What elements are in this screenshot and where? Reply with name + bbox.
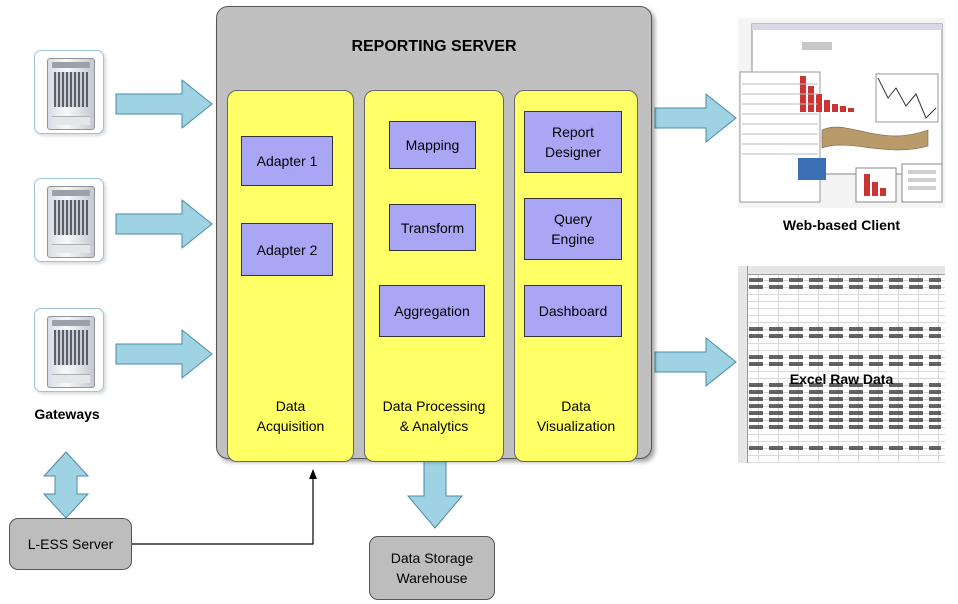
web-client-caption: Web-based Client — [782, 217, 901, 233]
server-to-storage-arrow — [406, 460, 464, 529]
spreadsheet-data-row — [749, 383, 941, 387]
adapter-2-module: Adapter 2 — [241, 223, 333, 276]
query-engine-module: Query Engine — [524, 198, 622, 260]
gateway-device-1 — [34, 50, 104, 134]
mapping-module: Mapping — [389, 121, 476, 169]
gateway-device-2 — [34, 178, 104, 262]
aggregation-module: Aggregation — [379, 285, 485, 337]
web-client-screenshot — [738, 18, 945, 208]
report-designer-module: Report Designer — [524, 111, 622, 173]
spreadsheet-data-row — [749, 334, 941, 338]
less-to-server-line — [132, 478, 314, 545]
spreadsheet-data-row — [749, 390, 941, 394]
less-server-box: L-ESS Server — [9, 518, 132, 570]
spreadsheet-data-row — [749, 355, 941, 359]
gateways-caption: Gateways — [34, 406, 100, 422]
spreadsheet-column-header — [738, 266, 945, 275]
gateway1-to-server-arrow — [115, 78, 213, 130]
gateway2-to-server-arrow — [115, 198, 213, 250]
spreadsheet-data-row — [749, 425, 941, 429]
gateway3-to-server-arrow — [115, 328, 213, 380]
dashboard-module: Dashboard — [524, 285, 622, 337]
server-to-excel-arrow — [654, 336, 737, 388]
data-storage-warehouse-box: Data Storage Warehouse — [369, 536, 495, 600]
spreadsheet-data-row — [749, 362, 941, 366]
excel-caption: Excel Raw Data — [789, 371, 894, 387]
spreadsheet-data-row — [749, 397, 941, 401]
spreadsheet-data-row — [749, 418, 941, 422]
server-rack-icon — [47, 58, 95, 130]
server-rack-icon — [47, 186, 95, 258]
gateway-device-3 — [34, 308, 104, 392]
spreadsheet-data-row — [749, 404, 941, 408]
spreadsheet-data-row — [749, 285, 941, 289]
less-to-server-arrowhead — [309, 469, 317, 479]
data-visualization-label: Data Visualization — [536, 398, 616, 434]
gateways-less-double-arrow — [42, 451, 90, 519]
spreadsheet-data-row — [749, 446, 941, 450]
spreadsheet-data-row — [749, 278, 941, 282]
data-acquisition-label: Data Acquisition — [256, 398, 325, 434]
spreadsheet-data-row — [749, 411, 941, 415]
transform-module: Transform — [389, 204, 476, 251]
data-processing-label: Data Processing & Analytics — [382, 398, 486, 434]
web-report-thumbnail — [738, 18, 945, 208]
server-rack-icon — [47, 316, 95, 388]
reporting-server-title: REPORTING SERVER — [351, 38, 517, 55]
spreadsheet-data-row — [749, 327, 941, 331]
spreadsheet-row-header — [738, 266, 748, 463]
server-to-web-arrow — [654, 92, 737, 144]
adapter-1-module: Adapter 1 — [241, 136, 333, 186]
excel-screenshot — [738, 266, 945, 463]
